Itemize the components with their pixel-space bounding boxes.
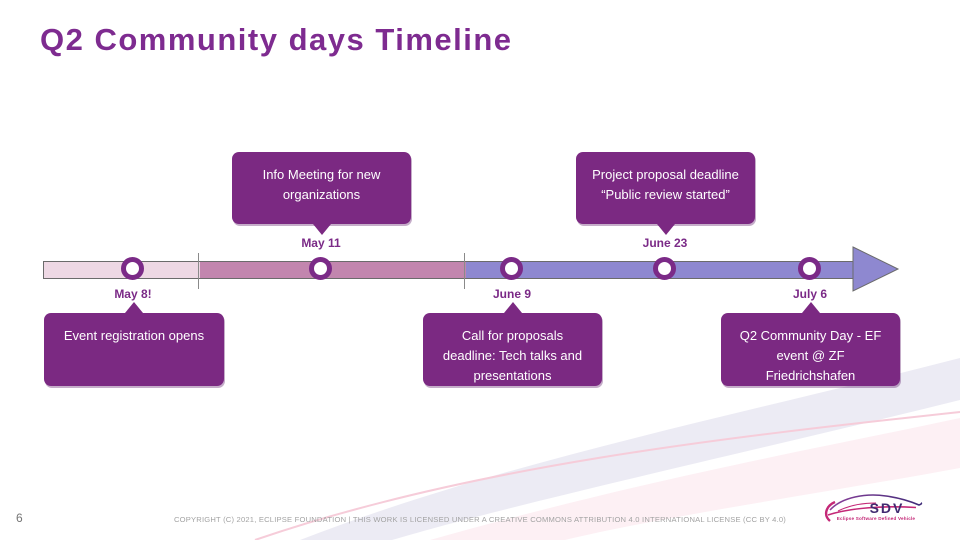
milestone-marker [121,257,144,280]
milestone-date: July 6 [792,287,828,301]
milestone-date: May 11 [301,236,341,250]
callout-label: Project proposal deadline “Public review… [592,167,739,202]
callout-tail [656,224,675,235]
timeline-bar [43,261,855,279]
callout-info-meeting: Info Meeting for new organizations [232,152,411,235]
callout-label: Q2 Community Day - EF event @ ZF Friedri… [739,328,882,383]
page-number: 6 [16,511,23,525]
milestone-date: June 23 [642,236,688,250]
callout-event-registration: Event registration opens [44,302,224,386]
callout-label: Call for proposals deadline: Tech talks … [442,328,583,383]
sdv-logo: SDV Eclipse Software Defined Vehicle [820,489,928,531]
copyright-text: COPYRIGHT (C) 2021, ECLIPSE FOUNDATION |… [173,515,787,524]
page-title: Q2 Community days Timeline [40,22,513,57]
callout-tail [503,302,522,313]
callout-call-for-proposals: Call for proposals deadline: Tech talks … [423,302,602,386]
quarter-divider [464,253,465,289]
milestone-date: June 9 [492,287,531,301]
callout-tail [801,302,820,313]
callout-project-proposal-deadline: Project proposal deadline “Public review… [576,152,755,235]
callout-tail [312,224,331,235]
car-outline-icon [824,494,923,522]
sdv-logo-text: SDV [869,500,905,516]
milestone-marker [798,257,821,280]
callout-label: Event registration opens [63,328,205,343]
sdv-logo-tagline: Eclipse Software Defined Vehicle [836,516,916,521]
milestone-marker [500,257,523,280]
callout-community-day-event: Q2 Community Day - EF event @ ZF Friedri… [721,302,900,386]
callout-tail [125,302,143,313]
timeline-arrow-head [852,246,900,292]
callout-label: Info Meeting for new organizations [262,167,381,202]
milestone-date: May 8! [114,287,152,301]
milestone-marker [309,257,332,280]
quarter-divider [198,253,199,289]
timeline-segment-2 [200,262,466,278]
milestone-marker [653,257,676,280]
